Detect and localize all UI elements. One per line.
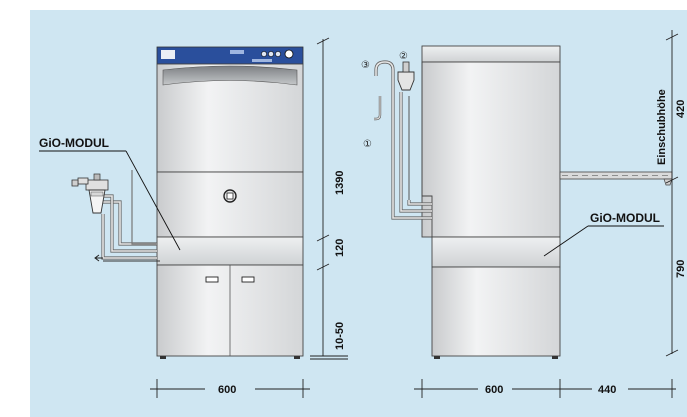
- dimension-insert-height: 420: [675, 100, 687, 118]
- callout-three: ③: [361, 60, 370, 71]
- dimension-foot-height: 10-50: [334, 322, 346, 350]
- control-panel: [156, 46, 304, 65]
- drain-connector-icon: [397, 61, 415, 91]
- side-base-cabinet: [431, 266, 561, 357]
- side-view: [421, 45, 673, 359]
- dimension-side-width: 600: [485, 384, 503, 396]
- callout-two: ②: [399, 51, 408, 62]
- background-panel: [30, 10, 687, 417]
- gio-module-side: [431, 236, 561, 268]
- dimension-front-width: 600: [218, 384, 236, 396]
- water-tap-icon: [71, 173, 109, 214]
- cabinet-handle-left: [205, 276, 219, 283]
- dimension-rack-height: 790: [675, 260, 687, 278]
- panel-button-icon: [261, 51, 267, 57]
- insert-height-label: Einschubhöhe: [656, 89, 668, 165]
- side-top-panel: [421, 45, 561, 63]
- front-view: [156, 46, 304, 359]
- dimension-total-height: 1390: [334, 171, 346, 195]
- side-height-dimension: [665, 30, 679, 357]
- side-width-dimension: [414, 379, 676, 398]
- front-width-dimension: [150, 379, 310, 398]
- callout-one: ①: [363, 139, 372, 150]
- module-label-side: GiO-MODUL: [590, 211, 660, 225]
- dimension-module-height: 120: [334, 239, 346, 257]
- cabinet-handle-right: [241, 276, 255, 283]
- front-height-dimension: [310, 37, 348, 360]
- water-connection-side: [374, 60, 432, 220]
- module-label-front: GiO-MODUL: [39, 136, 109, 150]
- gio-module-front: [156, 236, 304, 266]
- power-button-icon: [284, 49, 294, 59]
- dimension-drawer-depth: 440: [598, 384, 616, 396]
- side-hood: [421, 61, 561, 238]
- panel-button-icon: [268, 51, 274, 57]
- panel-button-icon: [275, 51, 281, 57]
- machine-door: [156, 171, 304, 238]
